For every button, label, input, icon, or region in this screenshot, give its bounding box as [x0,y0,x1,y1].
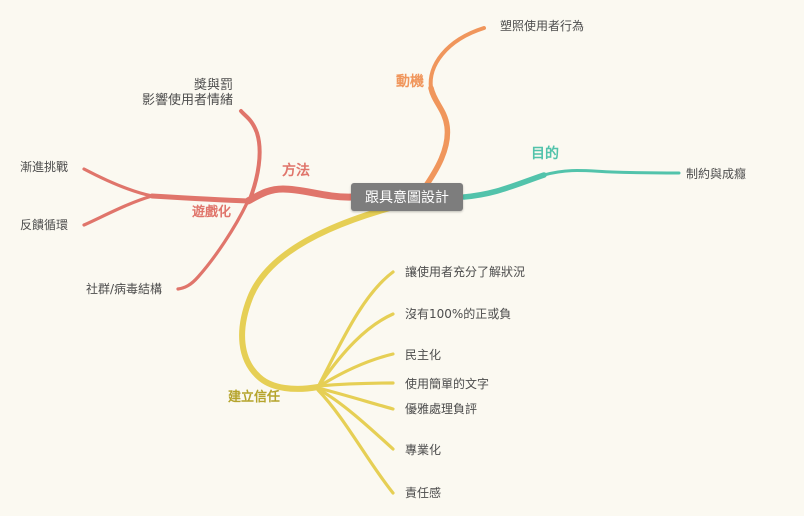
branch-trust-leaf-7 [316,388,395,495]
branch-trust-leaf-2 [316,312,395,389]
purpose-leaf-label[interactable]: 制約與成癮 [686,167,747,181]
branch-method-reward [239,109,262,201]
root-node[interactable]: 跟具意圖設計 [351,183,463,211]
community-viral-label[interactable]: 社群/病毒結構 [86,282,163,296]
branch-method-left [149,193,251,204]
gamification-label[interactable]: 遊戲化 [192,205,232,220]
branch-trust-leaf-4 [316,381,395,388]
branch-purpose-trunk [461,172,547,200]
trust-leaf-label-1[interactable]: 讓使用者充分了解狀況 [405,265,526,279]
progressive-challenge-label[interactable]: 漸進挑戰 [20,160,69,174]
trust-leaf-label-4[interactable]: 使用簡單的文字 [405,377,490,391]
purpose-branch-label[interactable]: 目的 [531,146,559,162]
method-branch-label[interactable]: 方法 [282,163,310,179]
branch-motivation-trunk [420,85,451,193]
trust-leaf-label-6[interactable]: 專業化 [405,443,442,457]
reward-punish-line2: 影響使用者情緒 [141,93,233,108]
reward-punish-label[interactable]: 獎與罰 影響使用者情緒 [133,78,233,108]
motivation-branch-label[interactable]: 動機 [396,74,424,90]
reward-punish-line1: 獎與罰 [193,78,233,93]
trust-leaf-label-3[interactable]: 民主化 [405,348,442,362]
branch-trust-leaf-1 [316,270,395,389]
feedback-loop-label[interactable]: 反饋循環 [20,218,69,232]
branch-method-progressive [82,167,154,198]
trust-leaf-label-7[interactable]: 責任感 [405,486,442,500]
trust-branch-label[interactable]: 建立信任 [228,390,281,405]
branch-method-trunk [244,185,357,205]
motivation-leaf-label[interactable]: 塑照使用者行為 [500,19,585,33]
branch-trust-leaf-3 [316,352,395,389]
branch-method-feedback [82,194,154,227]
branch-motivation-tail [428,26,486,90]
trust-leaf-label-2[interactable]: 沒有100%的正或負 [405,307,512,321]
branch-trust-leaf-6 [316,387,395,451]
branch-purpose-tail [542,169,681,177]
trust-leaf-label-5[interactable]: 優雅處理負評 [405,402,478,416]
branch-trust-leaf-5 [316,386,395,411]
branch-trust-trunk [239,203,400,392]
branch-method-community [176,201,249,291]
